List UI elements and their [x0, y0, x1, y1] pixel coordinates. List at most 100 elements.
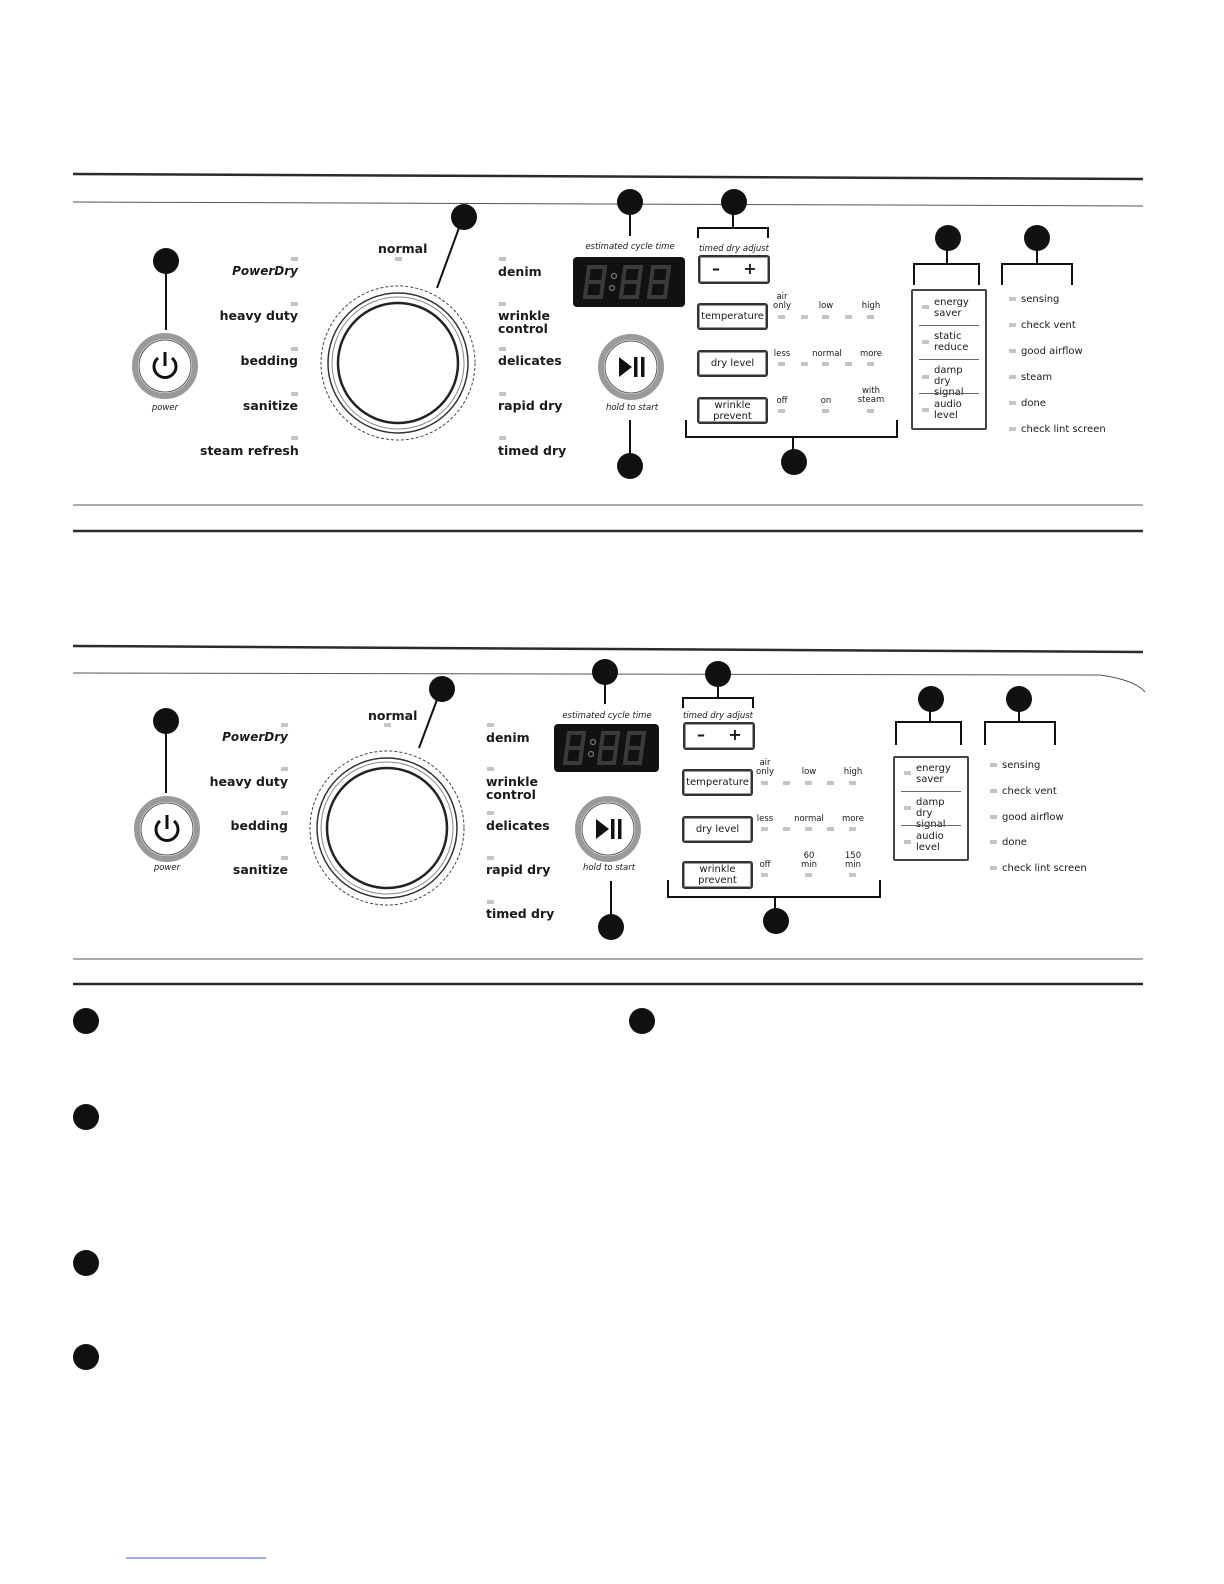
callout-cycle-knob [451, 204, 477, 230]
cycle-selector-knob[interactable] [338, 303, 458, 423]
energy-saver-button[interactable]: energy saver [934, 297, 969, 319]
damp-dry-signal-button[interactable]: damp dry signal [916, 797, 946, 830]
timed-dry-adjust-label: timed dry adjust [698, 244, 770, 254]
cycle-indicator-led [281, 811, 288, 815]
callout-box-options [935, 225, 961, 251]
cycle-indicator-led [487, 856, 494, 860]
cycle-timed-dry[interactable]: timed dry [498, 443, 567, 458]
dry-level-button[interactable]: dry level [697, 350, 768, 377]
indicator-check-lint-screen: check lint screen [1021, 424, 1106, 435]
option-led [922, 408, 929, 412]
temp-option-air-only: air only [773, 292, 791, 311]
temp-option-high: high [861, 301, 881, 311]
cycle-timed-dry[interactable]: timed dry [486, 906, 555, 921]
cycle-powerdry[interactable]: PowerDry [232, 264, 298, 278]
cycle-indicator-led [499, 392, 506, 396]
option-led [778, 362, 785, 366]
cycle-sanitize[interactable]: sanitize [232, 862, 288, 877]
timed-dry-plus-button[interactable]: + [728, 725, 742, 744]
cycle-time-display [554, 724, 659, 772]
option-led [845, 315, 852, 319]
option-led [867, 409, 874, 413]
timed-dry-plus-button[interactable]: + [743, 259, 757, 278]
power-label: power [151, 403, 179, 413]
temp-option-air-only: air only [756, 758, 774, 777]
timed-dry-minus-button[interactable]: – [712, 259, 720, 278]
option-led [827, 781, 834, 785]
option-led [761, 873, 768, 877]
cycle-rapid-dry[interactable]: rapid dry [498, 398, 563, 413]
dry-option-less: less [773, 349, 791, 359]
cycle-bedding[interactable]: bedding [230, 818, 288, 833]
audio-level-button[interactable]: audio level [934, 399, 962, 421]
cycle-delicates[interactable]: delicates [486, 818, 550, 833]
cycle-selector-knob[interactable] [327, 768, 447, 888]
option-led [761, 781, 768, 785]
dry-option-more: more [859, 349, 883, 359]
wrinkle-prevent-button[interactable]: wrinkle prevent [697, 397, 768, 424]
cycle-indicator-led [395, 257, 402, 261]
wrinkle-option-150-min: 150 min [844, 851, 862, 870]
option-led [801, 362, 808, 366]
timed-dry-adjust-control [698, 255, 770, 284]
energy-saver-button[interactable]: energy saver [916, 763, 951, 785]
indicator-check-vent: check vent [1021, 320, 1076, 331]
cycle-indicator-led [291, 436, 298, 440]
dry-option-more: more [841, 814, 865, 824]
cycle-denim[interactable]: denim [486, 730, 530, 745]
dry-option-normal: normal [794, 814, 824, 824]
option-led [822, 409, 829, 413]
option-led [922, 340, 929, 344]
cycle-steam-refresh[interactable]: steam refresh [200, 443, 299, 458]
start-pause-button[interactable] [578, 799, 638, 859]
cycle-delicates[interactable]: delicates [498, 353, 562, 368]
cycle-indicator-led [281, 723, 288, 727]
cycle-wrinkle-control[interactable]: wrinkle control [486, 774, 538, 802]
indicator-done: done [1021, 398, 1046, 409]
temperature-button[interactable]: temperature [697, 303, 768, 330]
cycle-indicator-led [291, 257, 298, 261]
status-led [1009, 323, 1016, 327]
status-led [1009, 427, 1016, 431]
option-led [849, 873, 856, 877]
cycle-indicator-led [487, 723, 494, 727]
status-led [1009, 297, 1016, 301]
cycle-normal[interactable]: normal [378, 241, 428, 256]
wrinkle-prevent-button[interactable]: wrinkle prevent [682, 861, 753, 889]
wrinkle-option-off: off [759, 860, 771, 870]
option-led [867, 362, 874, 366]
callout-timed-dry-adjust [721, 189, 747, 215]
static-reduce-button[interactable]: static reduce [934, 331, 969, 353]
option-led [867, 315, 874, 319]
cycle-indicator-led [291, 302, 298, 306]
callout-legend [629, 1008, 655, 1034]
seven-segment-digits [562, 731, 647, 765]
cycle-rapid-dry[interactable]: rapid dry [486, 862, 551, 877]
cycle-sanitize[interactable]: sanitize [242, 398, 298, 413]
timed-dry-minus-button[interactable]: – [697, 725, 705, 744]
cycle-heavy-duty[interactable]: heavy duty [219, 308, 298, 323]
start-pause-button[interactable] [601, 337, 661, 397]
damp-dry-signal-button[interactable]: damp dry signal [934, 365, 964, 398]
cycle-bedding[interactable]: bedding [240, 353, 298, 368]
cycle-denim[interactable]: denim [498, 264, 542, 279]
dry-level-button[interactable]: dry level [682, 816, 753, 843]
cycle-wrinkle-control[interactable]: wrinkle control [498, 308, 550, 336]
wrinkle-option-60-min: 60 min [800, 851, 818, 870]
dry-option-normal: normal [812, 349, 842, 359]
temperature-button[interactable]: temperature [682, 769, 753, 796]
cycle-heavy-duty[interactable]: heavy duty [209, 774, 288, 789]
option-led [778, 315, 785, 319]
option-led [822, 315, 829, 319]
option-led [922, 375, 929, 379]
status-led [990, 763, 997, 767]
callout-legend [73, 1104, 99, 1130]
option-led [783, 827, 790, 831]
cycle-indicator-led [499, 257, 506, 261]
timed-dry-adjust-label: timed dry adjust [682, 711, 754, 721]
cycle-powerdry[interactable]: PowerDry [222, 730, 288, 744]
audio-level-button[interactable]: audio level [916, 831, 944, 853]
hold-to-start-label: hold to start [582, 863, 636, 873]
cycle-normal[interactable]: normal [368, 708, 418, 723]
timed-dry-adjust-control [683, 722, 755, 750]
